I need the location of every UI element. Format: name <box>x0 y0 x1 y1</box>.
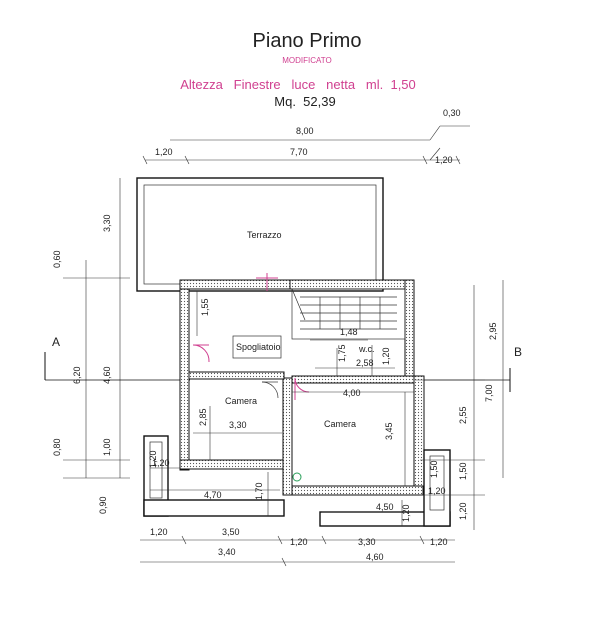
outer-walls <box>179 279 425 496</box>
dim-1-75: 1,75 <box>337 344 347 362</box>
dim-1-48: 1,48 <box>340 327 358 337</box>
dim-1-00-left: 1,00 <box>102 438 112 456</box>
dim-3-30-bottom: 3,30 <box>358 537 376 547</box>
section-label-a: A <box>52 335 60 349</box>
room-camera-right-label: Camera <box>324 419 356 429</box>
dim-3-30-left: 3,30 <box>102 214 112 232</box>
section-label-b: B <box>514 345 522 359</box>
changing-room-box <box>232 335 282 359</box>
green-point-marker <box>292 472 302 482</box>
dim-7-00-right: 7,00 <box>484 384 494 402</box>
window-height-note: Altezza Finestre luce netta ml. 1,50 <box>180 77 416 92</box>
room-terrace-label: Terrazzo <box>247 230 282 240</box>
terrace <box>136 177 384 292</box>
left-dimensions <box>63 178 130 479</box>
dim-1-20-balcony-left: 1,20 <box>152 458 170 468</box>
plan-title: Piano Primo <box>253 30 362 52</box>
dim-7-70: 7,70 <box>290 147 308 157</box>
dim-1-20-top-right: 1,20 <box>435 155 453 165</box>
dim-2-55-right: 2,55 <box>458 406 468 424</box>
dim-3-40-bottom: 3,40 <box>218 547 236 557</box>
dim-0-90-left: 0,90 <box>98 496 108 514</box>
dim-4-00: 4,00 <box>343 388 361 398</box>
dim-0-30: 0,30 <box>443 108 461 118</box>
area-label: Mq. 52,39 <box>274 94 335 109</box>
dim-1-20-balcony-left-b: 1,20 <box>148 450 158 468</box>
right-dimensions <box>415 280 504 530</box>
dim-1-55: 1,55 <box>200 298 210 316</box>
dim-6-20-left: 6,20 <box>72 366 82 384</box>
stair <box>291 288 406 340</box>
room-wc-label: w.c. <box>358 344 375 354</box>
room-changing-label: Spogliatoio <box>236 342 281 352</box>
balcony-right <box>319 449 451 527</box>
dim-1-20-bottom-b: 1,20 <box>290 537 308 547</box>
room-camera-left-label: Camera <box>225 396 257 406</box>
dim-1-20-bottom-a: 1,20 <box>150 527 168 537</box>
dim-1-50-balcony-right: 1,50 <box>429 460 439 478</box>
bottom-dimensions <box>140 535 455 567</box>
dim-4-50: 4,50 <box>376 502 394 512</box>
dim-1-20-bottom-c: 1,20 <box>430 537 448 547</box>
dim-4-60-left: 4,60 <box>102 366 112 384</box>
dim-3-45: 3,45 <box>384 422 394 440</box>
balcony-left <box>143 435 285 517</box>
dim-8-00: 8,00 <box>296 126 314 136</box>
dim-3-30-inner: 3,30 <box>229 420 247 430</box>
dim-3-50-bottom: 3,50 <box>222 527 240 537</box>
dim-1-20-top-left: 1,20 <box>155 147 173 157</box>
top-dimensions <box>142 125 470 165</box>
door-arcs <box>192 344 310 400</box>
dim-0-80-left: 0,80 <box>52 438 62 456</box>
dim-4-60-bottom: 4,60 <box>366 552 384 562</box>
dim-2-95-right: 2,95 <box>488 322 498 340</box>
dim-2-85: 2,85 <box>198 408 208 426</box>
dim-1-70: 1,70 <box>254 482 264 500</box>
dim-2-58: 2,58 <box>356 358 374 368</box>
dim-1-20-right-bottom: 1,20 <box>458 502 468 520</box>
dim-1-50-right: 1,50 <box>458 462 468 480</box>
window-marks <box>256 273 278 291</box>
dim-1-20-balcony-right: 1,20 <box>428 486 446 496</box>
dim-1-20-wc: 1,20 <box>381 347 391 365</box>
dim-4-70: 4,70 <box>204 490 222 500</box>
dim-1-20-balcony-right-v: 1,20 <box>401 504 411 522</box>
interior-dim-lines <box>193 291 414 486</box>
dim-0-60-left: 0,60 <box>52 250 62 268</box>
plan-subtitle: MODIFICATO <box>282 56 331 65</box>
